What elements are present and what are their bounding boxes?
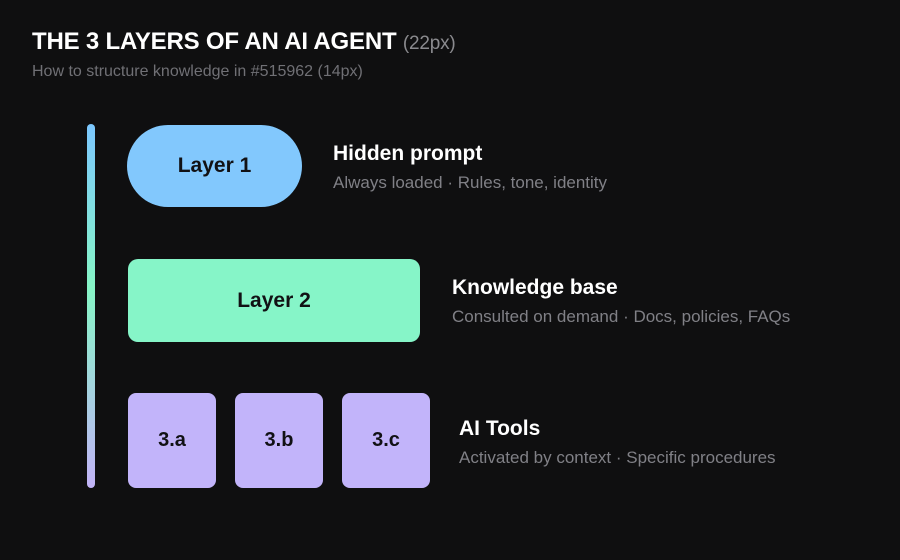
layer-1-box: Layer 1 — [127, 125, 302, 207]
layer-1-description: Always loaded · Rules, tone, identity — [333, 173, 608, 192]
layer-3b-box: 3.b — [235, 393, 323, 488]
layer-1-heading: Hidden prompt — [333, 142, 483, 165]
layer-3c-label: 3.c — [372, 429, 400, 451]
layer-2-heading: Knowledge base — [452, 276, 618, 299]
layer-gradient-bar — [87, 124, 95, 488]
title-size-hint: (22px) — [402, 33, 456, 54]
title-text: THE 3 LAYERS OF AN AI AGENT — [32, 28, 397, 55]
layer-2-box: Layer 2 — [128, 259, 420, 342]
page-title: THE 3 LAYERS OF AN AI AGENT (22px) — [32, 28, 456, 56]
layer-3-description: Activated by context · Specific procedur… — [459, 448, 776, 467]
layer-3a-label: 3.a — [158, 429, 186, 451]
layer-3a-box: 3.a — [128, 393, 216, 488]
layer-3-heading: AI Tools — [459, 417, 541, 440]
layer-3c-box: 3.c — [342, 393, 430, 488]
layer-2-description: Consulted on demand · Docs, policies, FA… — [452, 307, 791, 326]
layer-3b-label: 3.b — [264, 429, 294, 451]
page-subtitle: How to structure knowledge in #515962 (1… — [32, 63, 363, 80]
layer-2-label: Layer 2 — [237, 288, 311, 312]
layer-1-label: Layer 1 — [177, 154, 252, 177]
